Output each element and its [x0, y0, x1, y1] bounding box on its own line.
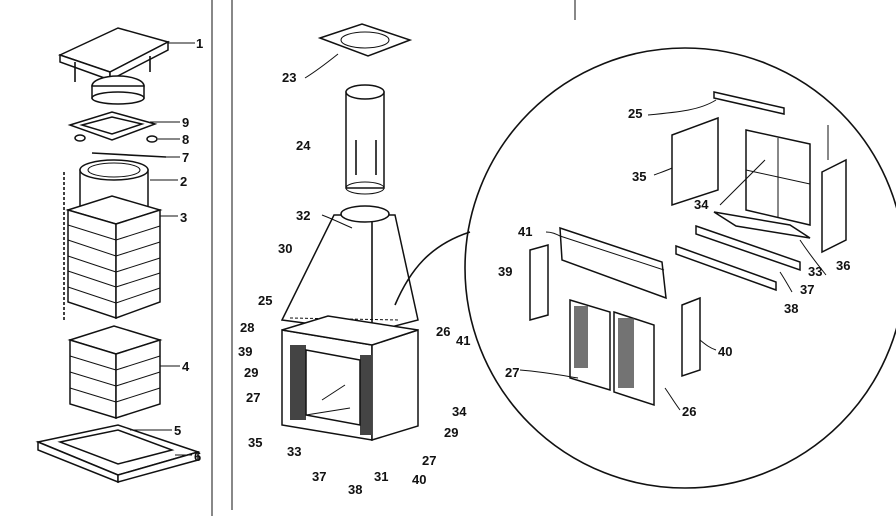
label-38a: 38	[348, 482, 362, 497]
detail-leader	[394, 231, 471, 306]
label-39a: 39	[238, 344, 252, 359]
label-3: 3	[180, 210, 187, 225]
label-36: 36	[836, 258, 850, 273]
label-40b: 40	[718, 344, 732, 359]
part-bar-38	[675, 244, 777, 292]
label-40a: 40	[412, 472, 426, 487]
part-back-wall	[713, 129, 811, 239]
part-lintel	[559, 226, 667, 300]
label-30: 30	[278, 241, 292, 256]
label-25a: 25	[258, 293, 272, 308]
label-37b: 37	[800, 282, 814, 297]
label-32: 32	[296, 208, 310, 223]
part-left-post	[529, 244, 549, 321]
label-28: 28	[240, 320, 254, 335]
label-38b: 38	[784, 301, 798, 316]
label-2: 2	[180, 174, 187, 189]
part-screens	[569, 298, 655, 407]
label-33a: 33	[287, 444, 301, 459]
part-gasket	[67, 111, 158, 141]
label-23: 23	[282, 70, 296, 85]
label-27b: 27	[422, 453, 436, 468]
part-rod	[91, 152, 167, 158]
part-ring-b	[146, 135, 158, 143]
label-4: 4	[182, 359, 190, 374]
label-41a: 41	[456, 333, 470, 348]
part-right-panel	[821, 158, 847, 254]
part-brick-chase	[63, 172, 163, 320]
label-1: 1	[196, 36, 203, 51]
label-27c: 27	[505, 365, 519, 380]
part-firebox	[281, 315, 419, 442]
label-26b: 26	[682, 404, 696, 419]
label-27a: 27	[246, 390, 260, 405]
part-top-bar	[713, 91, 785, 115]
detail-circle	[464, 47, 896, 489]
label-29b: 29	[444, 425, 458, 440]
label-24: 24	[296, 138, 311, 153]
label-34b: 34	[694, 197, 709, 212]
part-pipe	[345, 84, 385, 195]
label-8: 8	[182, 132, 189, 147]
label-35a: 35	[248, 435, 262, 450]
label-26a: 26	[436, 324, 450, 339]
label-29a: 29	[244, 365, 258, 380]
label-37a: 37	[312, 469, 326, 484]
part-bar-37	[695, 224, 801, 272]
part-brick-base	[67, 325, 163, 420]
leader-lines	[130, 42, 827, 456]
label-25b: 25	[628, 106, 642, 121]
label-6: 6	[194, 449, 201, 464]
label-7: 7	[182, 150, 189, 165]
part-hood	[280, 205, 419, 333]
part-top-plate	[317, 23, 413, 57]
part-base-frame	[35, 424, 201, 484]
label-35b: 35	[632, 169, 646, 184]
part-left-panel	[671, 116, 719, 207]
label-33b: 33	[808, 264, 822, 279]
part-right-post	[681, 296, 701, 378]
part-cap	[57, 27, 171, 105]
label-31: 31	[374, 469, 388, 484]
label-34a: 34	[452, 404, 467, 419]
part-ring-a	[74, 134, 86, 142]
label-41b: 41	[518, 224, 532, 239]
lintel-edge	[559, 235, 665, 271]
label-39b: 39	[498, 264, 512, 279]
label-5: 5	[174, 423, 181, 438]
label-9: 9	[182, 115, 189, 130]
